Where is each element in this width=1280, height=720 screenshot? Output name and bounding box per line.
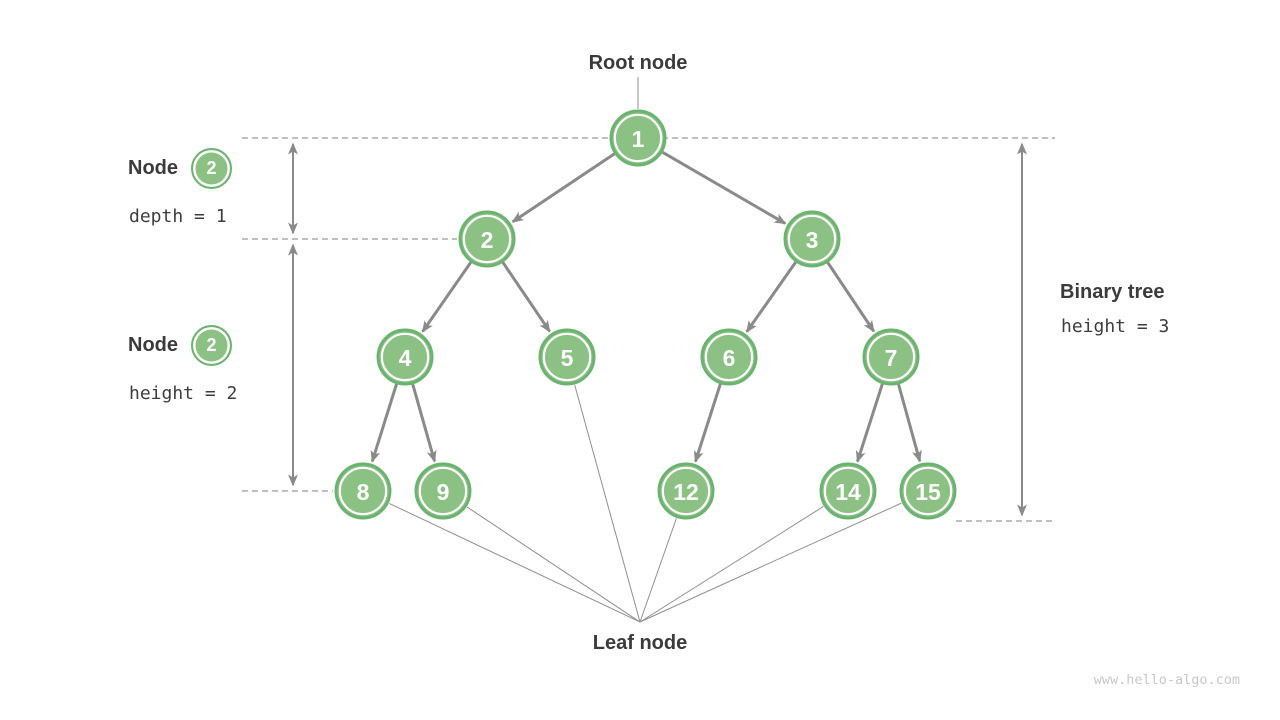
node-height-badge: 2 xyxy=(191,324,232,366)
node-depth-annotation: Node 2 xyxy=(128,147,232,189)
tree-node: 8 xyxy=(334,462,392,520)
leaf-pointer-line xyxy=(574,384,641,623)
tree-node: 12 xyxy=(657,462,715,520)
tree-node-value: 8 xyxy=(357,479,370,505)
tree-node: 14 xyxy=(819,462,877,520)
tree-node-inner-ring xyxy=(903,466,953,516)
binary-tree-height-value: height = 3 xyxy=(1061,316,1170,337)
tree-edge xyxy=(421,261,473,333)
leaf-pointer-line xyxy=(639,502,902,623)
tree-node-value: 12 xyxy=(673,479,699,505)
tree-node: 1 xyxy=(609,109,667,167)
tree-node-value: 15 xyxy=(915,479,941,505)
tree-node-value: 14 xyxy=(835,479,861,505)
tree-node-inner-ring xyxy=(866,332,916,382)
node-height-value: height = 2 xyxy=(129,383,238,404)
tree-node-inner-ring xyxy=(418,466,468,516)
tree-node-inner-ring xyxy=(787,214,837,264)
node-depth-badge: 2 xyxy=(191,147,232,189)
tree-node-value: 4 xyxy=(399,345,412,371)
tree-node-value: 5 xyxy=(561,345,574,371)
tree-node-inner-ring xyxy=(661,466,711,516)
tree-node: 7 xyxy=(862,328,920,386)
tree-edge xyxy=(661,150,787,225)
tree-node-circle xyxy=(376,328,434,386)
tree-node-circle xyxy=(657,462,715,520)
tree-node-circle xyxy=(458,210,516,268)
tree-node-inner-ring xyxy=(613,113,663,163)
tree-node-circle xyxy=(609,109,667,167)
tree-node-circle xyxy=(862,328,920,386)
tree-edge xyxy=(693,383,722,463)
tree-node: 4 xyxy=(376,328,434,386)
tree-node-value: 1 xyxy=(632,126,645,152)
tree-edge xyxy=(897,383,922,463)
binary-tree-label: Binary tree xyxy=(1060,281,1165,303)
tree-node: 6 xyxy=(700,328,758,386)
tree-node-circle xyxy=(414,462,472,520)
tree-node: 5 xyxy=(538,328,596,386)
tree-node-inner-ring xyxy=(338,466,388,516)
tree-node-value: 3 xyxy=(806,227,819,253)
leaf-pointer-line xyxy=(639,518,677,623)
root-node-label: Root node xyxy=(588,52,688,74)
tree-edge xyxy=(745,261,798,333)
tree-node: 15 xyxy=(899,462,957,520)
tree-node-value: 2 xyxy=(481,227,494,253)
tree-node-inner-ring xyxy=(462,214,512,264)
node-depth-annotation-title: Node xyxy=(128,156,178,179)
tree-node-circle xyxy=(899,462,957,520)
tree-node-value: 7 xyxy=(885,345,898,371)
leaf-pointer-line xyxy=(639,506,824,623)
tree-edge xyxy=(855,383,884,463)
tree-node-circle xyxy=(700,328,758,386)
tree-edge xyxy=(501,261,551,333)
tree-node: 3 xyxy=(783,210,841,268)
node-height-annotation: Node 2 xyxy=(128,324,232,366)
tree-edge xyxy=(411,383,437,463)
tree-node-value: 6 xyxy=(723,345,736,371)
tree-edge xyxy=(370,383,399,463)
tree-node-inner-ring xyxy=(823,466,873,516)
tree-edge xyxy=(511,152,616,224)
leaf-pointer-line xyxy=(466,506,641,623)
tree-node-value: 9 xyxy=(437,479,450,505)
tree-node-circle xyxy=(334,462,392,520)
watermark: www.hello-algo.com xyxy=(1093,672,1240,688)
tree-node-circle xyxy=(538,328,596,386)
tree-node-circle xyxy=(819,462,877,520)
leaf-node-label: Leaf node xyxy=(592,632,688,654)
tree-node: 2 xyxy=(458,210,516,268)
tree-node: 9 xyxy=(414,462,472,520)
tree-node-inner-ring xyxy=(542,332,592,382)
tree-node-circle xyxy=(783,210,841,268)
tree-node-inner-ring xyxy=(704,332,754,382)
node-depth-value: depth = 1 xyxy=(129,206,227,227)
tree-edge xyxy=(826,261,876,333)
node-height-annotation-title: Node xyxy=(128,333,178,356)
tree-node-inner-ring xyxy=(380,332,430,382)
leaf-pointer-line xyxy=(389,502,641,623)
